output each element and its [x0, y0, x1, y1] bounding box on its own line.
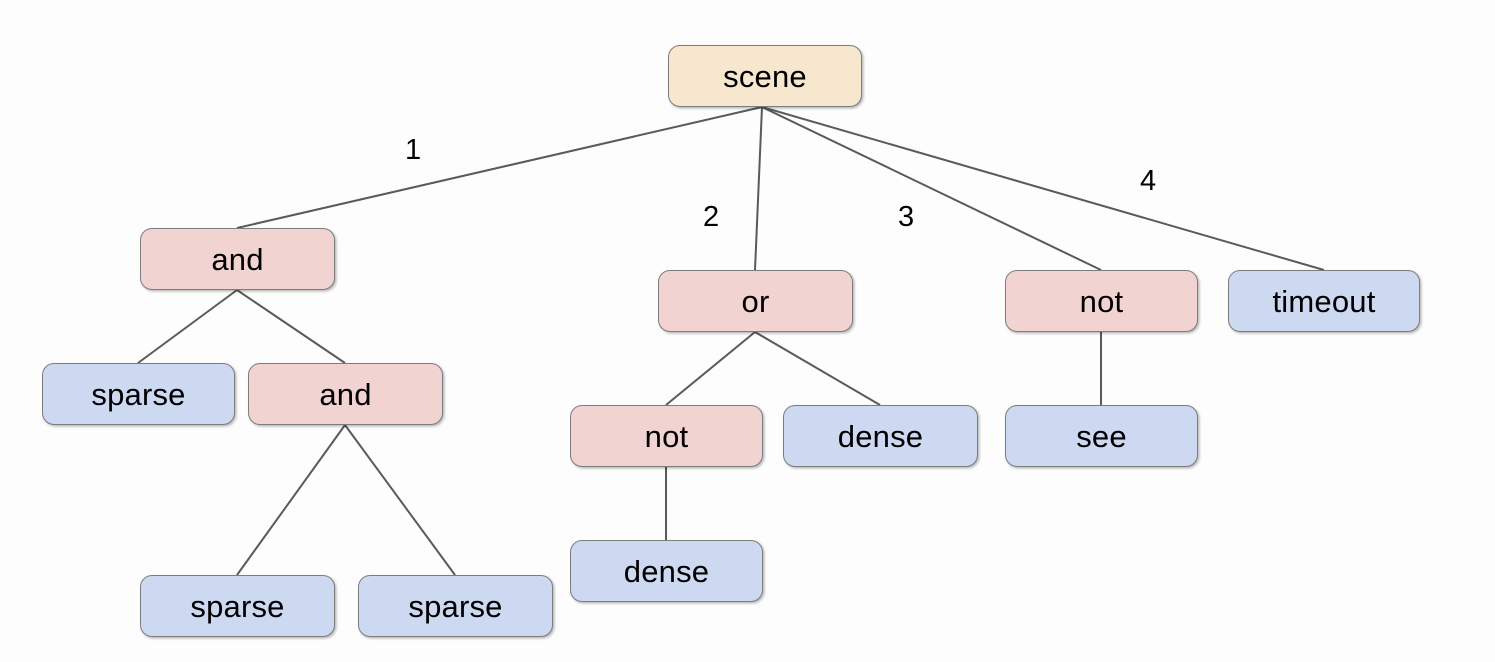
tree-node-sparse3[interactable]: sparse: [358, 575, 553, 637]
tree-node-label: sparse: [91, 376, 186, 412]
tree-node-or1[interactable]: or: [658, 270, 853, 332]
tree-node-label: not: [1079, 283, 1124, 319]
edge-and1-to-sparse1: [137, 289, 238, 364]
tree-node-label: sparse: [408, 588, 503, 624]
edge-or1-to-dense1: [754, 331, 881, 406]
edge-and1-to-and2: [236, 289, 346, 364]
edge-and2-to-sparse2: [236, 424, 346, 576]
tree-node-and2[interactable]: and: [248, 363, 443, 425]
edge-label-1: 1: [405, 134, 422, 166]
tree-node-label: sparse: [190, 588, 285, 624]
edge-scene-to-and1: [236, 106, 763, 229]
tree-node-label: and: [319, 376, 372, 412]
edge-scene-to-or1: [754, 106, 763, 271]
tree-node-label: and: [211, 241, 264, 277]
tree-node-dense2[interactable]: dense: [570, 540, 763, 602]
tree-node-and1[interactable]: and: [140, 228, 335, 290]
tree-node-sparse2[interactable]: sparse: [140, 575, 335, 637]
tree-node-label: not: [644, 418, 689, 454]
tree-node-not2[interactable]: not: [1005, 270, 1198, 332]
tree-node-label: dense: [837, 418, 924, 454]
tree-node-label: dense: [623, 553, 710, 589]
tree-node-label: or: [741, 283, 770, 319]
tree-node-label: timeout: [1272, 283, 1376, 319]
tree-node-sparse1[interactable]: sparse: [42, 363, 235, 425]
edge-label-4: 4: [1140, 165, 1157, 197]
edge-and2-to-sparse3: [344, 424, 456, 576]
edge-scene-to-timeout1: [761, 106, 1325, 271]
edge-label-2: 2: [703, 201, 720, 233]
tree-node-see1[interactable]: see: [1005, 405, 1198, 467]
edge-label-3: 3: [898, 201, 915, 233]
tree-node-not1[interactable]: not: [570, 405, 763, 467]
tree-node-label: see: [1076, 418, 1127, 454]
tree-node-timeout1[interactable]: timeout: [1228, 270, 1420, 332]
tree-node-dense1[interactable]: dense: [783, 405, 978, 467]
tree-node-scene[interactable]: scene: [668, 45, 862, 107]
tree-node-label: scene: [723, 58, 807, 94]
edge-or1-to-not1: [665, 331, 756, 406]
edge-scene-to-not2: [761, 106, 1102, 271]
